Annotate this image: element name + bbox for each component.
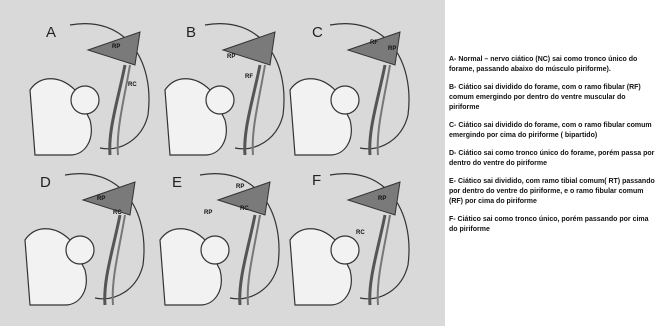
piriforme-muscle-d	[83, 182, 135, 215]
sciatic-branch-a	[118, 65, 130, 155]
legend-item-c: C- Ciático sai dividido do forame, com o…	[449, 121, 655, 141]
femoral-head-c	[331, 86, 359, 114]
structure-label-e-0: RP	[236, 184, 244, 190]
femoral-head-a	[71, 86, 99, 114]
sciatic-branch-d	[113, 215, 125, 305]
legend-item-e: E- Ciático sai dividido, com ramo tibial…	[449, 177, 655, 207]
sciatic-branch-c	[378, 65, 390, 155]
legend-item-f: F- Ciático sai como tronco único, porém …	[449, 215, 655, 235]
femoral-head-b	[206, 86, 234, 114]
sciatic-branch-f	[378, 215, 390, 305]
structure-label-b-0: RP	[227, 54, 235, 60]
legend-item-a: A- Normal – nervo ciático (NC) sai como …	[449, 55, 655, 75]
structure-label-c-0: RP	[388, 46, 396, 52]
structure-label-c-1: RF	[370, 40, 378, 46]
femoral-head-e	[201, 236, 229, 264]
structure-label-e-2: RC	[240, 206, 249, 212]
sciatic-branch-e	[248, 215, 260, 305]
panel-letter-e: E	[172, 174, 182, 191]
panel-letter-b: B	[186, 24, 196, 41]
legend-item-b: B- Ciático sai dividido do forame, com o…	[449, 83, 655, 113]
piriforme-muscle-b	[223, 32, 275, 65]
structure-label-b-1: RF	[245, 74, 253, 80]
panel-letter-d: D	[40, 174, 51, 191]
femoral-head-f	[331, 236, 359, 264]
pelvis-drawings: RP RC RP RF RP RF RP RC RP RP RC RP RC	[0, 0, 445, 326]
femoral-head-d	[66, 236, 94, 264]
structure-label-d-1: RC	[113, 210, 122, 216]
structure-label-f-1: RC	[356, 230, 365, 236]
panel-letter-f: F	[312, 172, 321, 189]
structure-label-d-0: RP	[97, 196, 105, 202]
anatomy-figure: RP RC RP RF RP RF RP RC RP RP RC RP RC A B C D E F	[0, 0, 445, 326]
structure-label-f-0: RP	[378, 196, 386, 202]
structure-label-a-1: RC	[128, 82, 137, 88]
structure-label-a-0: RP	[112, 44, 120, 50]
legend: A- Normal – nervo ciático (NC) sai como …	[449, 55, 655, 243]
legend-item-d: D- Ciático sai como tronco único do fora…	[449, 149, 655, 169]
piriforme-muscle-f	[348, 182, 400, 215]
structure-label-e-1: RP	[204, 210, 212, 216]
sciatic-branch-b	[253, 65, 265, 155]
panel-letter-c: C	[312, 24, 323, 41]
panel-letter-a: A	[46, 24, 56, 41]
